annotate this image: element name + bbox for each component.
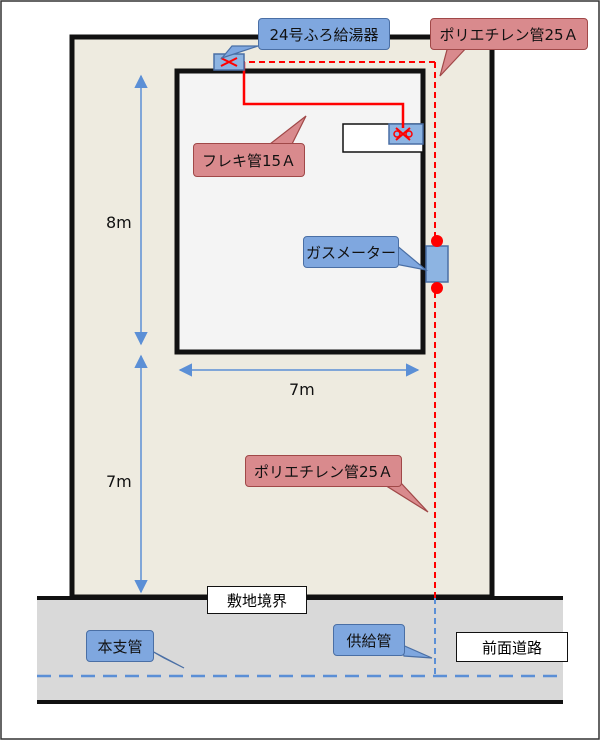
gas-meter-label: ガスメーター	[303, 236, 399, 268]
flex-pipe-label: フレキ管15Ａ	[193, 143, 305, 177]
pe-pipe-top-label: ポリエチレン管25Ａ	[430, 18, 588, 50]
water-heater-label: 24号ふろ給湯器	[258, 18, 390, 50]
water-heater-valve-icon	[220, 57, 238, 67]
gas-meter-inlet-dot	[431, 235, 443, 247]
heater-callout-tail	[220, 45, 259, 60]
supply-pipe-label: 供給管	[333, 624, 405, 656]
gas-meter-device	[425, 245, 449, 283]
house-depth-dimension: 8m	[106, 213, 132, 232]
bath-valve-icon	[393, 127, 413, 141]
main-pipe-callout-tail	[149, 649, 185, 669]
gas-meter-outlet-dot	[431, 282, 443, 294]
main-pipe-label: 本支管	[86, 630, 154, 662]
pe-pipe-mid-label: ポリエチレン管25Ａ	[245, 455, 402, 487]
house-width-dimension: 7m	[289, 380, 315, 399]
front-road-label: 前面道路	[456, 632, 568, 662]
flex-pipe-line	[242, 62, 405, 128]
yard-depth-dimension: 7m	[106, 472, 132, 491]
house-outline	[174, 68, 426, 355]
site-boundary-label: 敷地境界	[207, 586, 307, 614]
